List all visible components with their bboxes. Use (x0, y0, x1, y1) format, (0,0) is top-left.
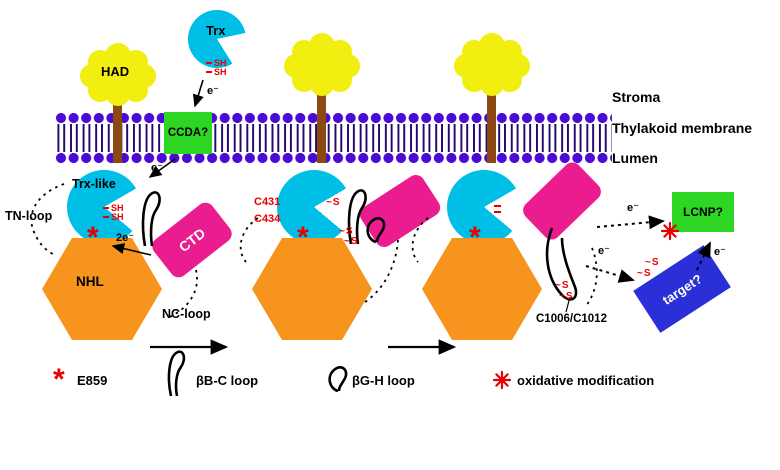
electron-label-trx-ccda: e⁻ (207, 85, 219, 97)
c1006-c1012-label: C1006/C1012 (536, 313, 607, 325)
trx-like-thiol-1: SH (103, 204, 124, 213)
cys-s-pair-2b: S (344, 237, 358, 247)
legend-e859-asterisk: * (53, 363, 65, 396)
target-cys-b: S (637, 269, 651, 279)
nc-loop-label: NC-loop (162, 307, 211, 321)
ctd-domain-3 (519, 158, 605, 244)
two-electron-label: 2e⁻ (116, 232, 135, 244)
e859-asterisk-2: * (297, 221, 309, 254)
target-label: target? (659, 270, 705, 308)
lcnp-label: LCNP? (683, 205, 723, 219)
legend-bbc-loop-label: βB-C loop (196, 373, 259, 388)
nhl-label: NHL (76, 274, 104, 289)
dotted-arrow-to-lcnp (596, 215, 665, 230)
e859-asterisk-1: * (87, 221, 99, 254)
burst-legend-spokes (492, 370, 512, 390)
lumen-label: Lumen (612, 150, 658, 166)
target-cys-a: S (645, 258, 659, 268)
legend-bbc-squiggle (167, 350, 186, 397)
electron-label-target-lcnp: e⁻ (714, 246, 726, 258)
had-blob-shape (454, 33, 530, 96)
trx-label: Trx (206, 23, 226, 38)
nhl-domain-2 (252, 238, 372, 340)
trx-like-thiol-2: SH (103, 213, 124, 222)
had-stalk-1 (113, 95, 122, 163)
electron-label-to-target: e⁻ (598, 245, 610, 257)
had-blob-1 (80, 43, 156, 106)
ctd-domain-2 (356, 171, 444, 251)
legend-e859-label: E859 (77, 373, 108, 388)
trx-thiol-2: SH (206, 68, 227, 77)
thylakoid-membrane-label: Thylakoid membrane (612, 120, 753, 136)
electron-label-to-lcnp: e⁻ (627, 202, 639, 214)
e859-asterisk-3: * (469, 221, 481, 254)
had-stalk-2 (317, 85, 326, 163)
ccda-box: CCDA? (164, 112, 212, 154)
had-label: HAD (101, 64, 130, 79)
electron-label-ccda-trxlike: e⁻ (151, 162, 163, 174)
dotted-curve-c3-right (585, 247, 598, 307)
cys-bond-dash-3a (494, 205, 501, 207)
had-blob-shape (80, 43, 156, 106)
had-blob-2 (284, 33, 360, 96)
cys-s-loop-3a: S (555, 281, 569, 291)
trx-like-pacman-3 (447, 170, 521, 244)
dotted-arrow-to-target (585, 265, 635, 283)
cys-bond-dash-3b (494, 211, 501, 213)
ctd-label: CTD (175, 224, 209, 256)
lcnp-box: LCNP? (672, 192, 734, 232)
cys-s-loop-3b: S (559, 292, 573, 302)
stroma-label: Stroma (612, 89, 661, 105)
arrow-trx-to-ccda (192, 79, 204, 108)
c434-label: C434 (254, 213, 281, 225)
tn-loop-label: TN-loop (5, 209, 53, 223)
had-stalk-3 (487, 85, 496, 163)
cys-s-mouth-2: S (326, 198, 340, 208)
legend-oxidative-burst-icon (492, 370, 512, 390)
had-blob-shape (284, 33, 360, 96)
nhl-domain-3 (422, 238, 542, 340)
legend-oxidative-label: oxidative modification (517, 373, 655, 388)
trx-thiol-1: SH (206, 59, 227, 68)
had-blob-3 (454, 33, 530, 96)
thylakoid-membrane-bilayer (55, 112, 612, 164)
ctd-domain-1: CTD (148, 199, 236, 281)
ccda-label: CCDA? (167, 127, 209, 139)
legend-bgh-loop-label: βG-H loop (352, 373, 415, 388)
c431-label: C431 (254, 196, 281, 208)
trx-like-label: Trx-like (72, 177, 116, 191)
nhl-domain-1 (42, 238, 162, 340)
legend-bgh-squiggle (328, 366, 348, 393)
